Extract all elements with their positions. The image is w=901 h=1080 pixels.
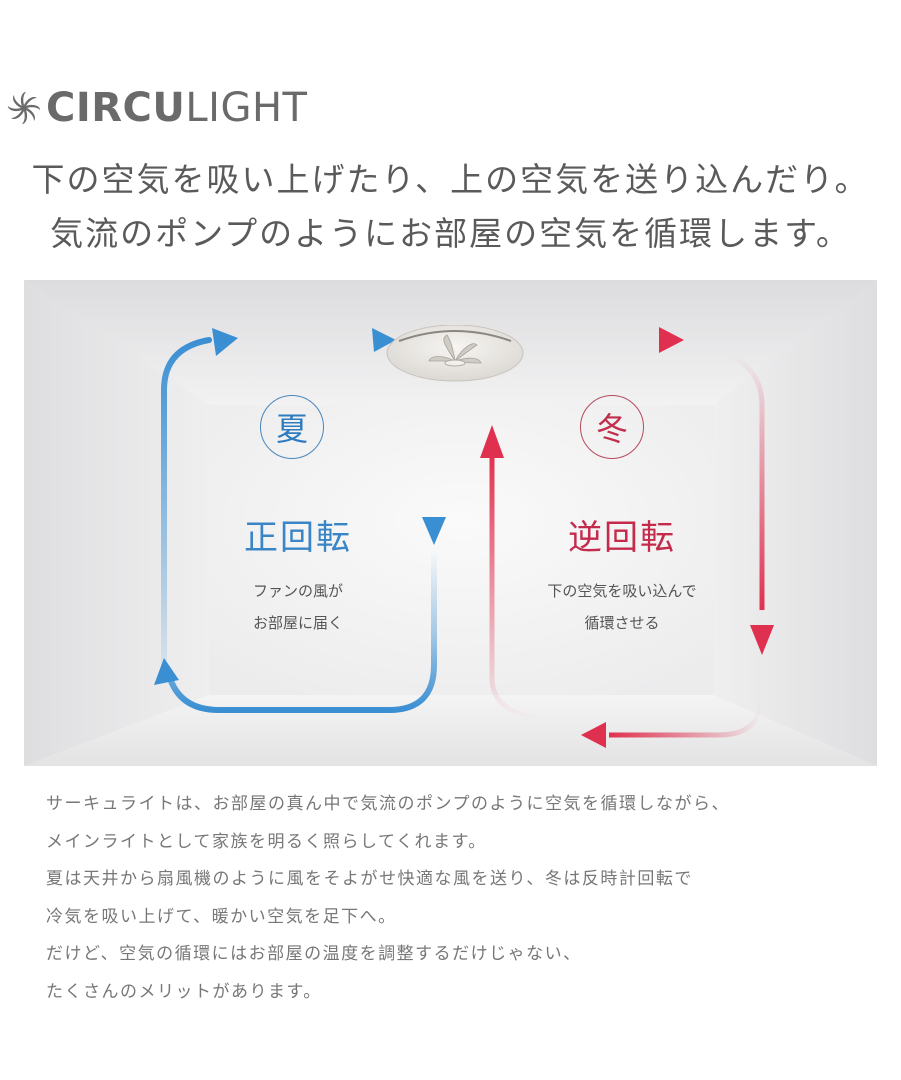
winter-badge: 冬 [580,395,644,459]
winter-airflow-arrows [480,327,774,748]
body-paragraph: サーキュライトは、お部屋の真ん中で気流のポンプのように空気を循環しながら、 メイ… [46,786,730,1011]
summer-description: ファンの風が お部屋に届く [188,575,408,639]
fan-swirl-icon [7,91,41,125]
body-line: たくさんのメリットがあります。 [46,981,322,1002]
body-line: 冷気を吸い上げて、暖かい空気を足下へ。 [46,906,397,927]
summer-badge: 夏 [260,395,324,459]
headline-line-2: 気流のポンプのようにお部屋の空気を循環します。 [50,214,851,253]
summer-mode-title: 正回転 [244,518,352,558]
ceiling-fan-light-icon [386,325,524,382]
summer-desc-line-2: お部屋に届く [252,614,343,632]
body-line: 夏は天井から扇風機のように風をそよがせ快適な風を送り、冬は反時計回転で [46,869,693,889]
summer-airflow-arrows [154,328,446,713]
body-line: だけど、空気の循環にはお部屋の温度を調整するだけじゃない、 [46,944,582,964]
winter-desc-line-1: 下の空気を吸い込んで [547,582,697,600]
winter-description: 下の空気を吸い込んで 循環させる [512,575,732,639]
brand-logo: CIRCULIGHT [6,86,307,130]
body-line: メインライトとして家族を明るく照らしてくれます。 [46,831,487,852]
body-line: サーキュライトは、お部屋の真ん中で気流のポンプのように空気を循環しながら、 [46,794,730,814]
brand-name-bold: CIRCU [46,85,186,131]
brand-name-light: LIGHT [185,85,308,131]
winter-desc-line-2: 循環させる [584,614,660,632]
summer-desc-line-1: ファンの風が [252,582,343,600]
headline-line-1: 下の空気を吸い上げたり、上の空気を送り込んだり。 [31,160,870,199]
brand-name: CIRCULIGHT [46,86,307,130]
winter-mode-title: 逆回転 [568,518,676,558]
